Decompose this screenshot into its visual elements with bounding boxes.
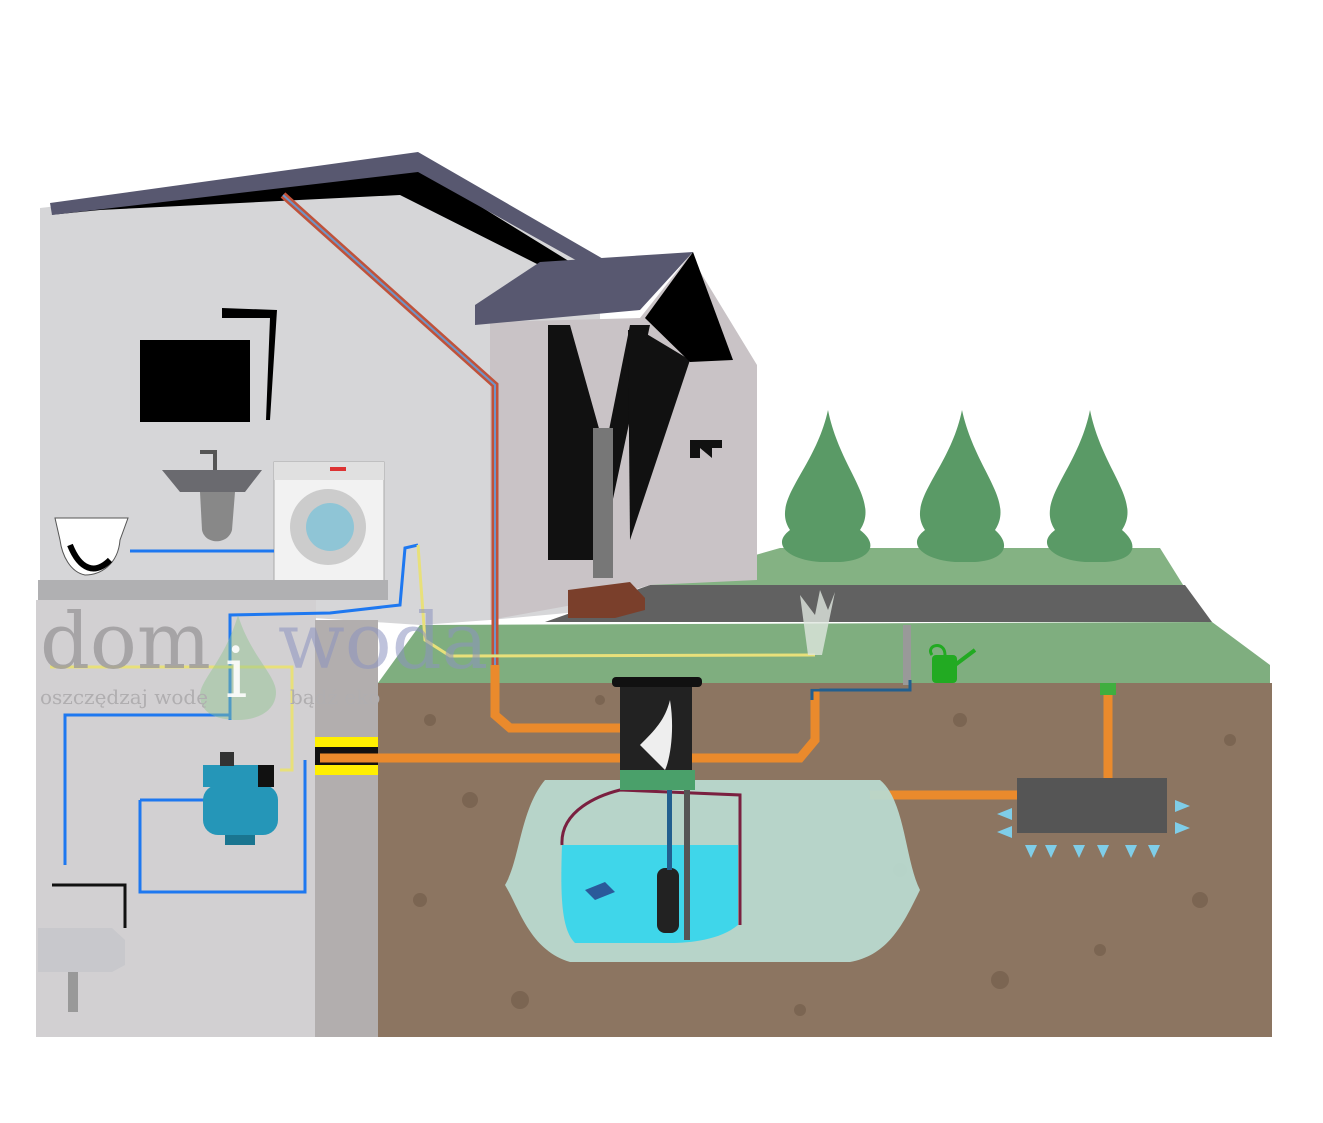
washing-machine-panel bbox=[274, 462, 384, 480]
blue-pipes bbox=[63, 543, 419, 894]
utility-sink bbox=[38, 883, 127, 1012]
logo-word-woda: woda bbox=[278, 597, 488, 687]
utility-sink-tap bbox=[52, 883, 127, 928]
sink-basin bbox=[162, 470, 262, 492]
annex-roof bbox=[475, 252, 693, 325]
garden-tap bbox=[903, 625, 911, 685]
sink-faucet bbox=[200, 450, 217, 470]
soil-texture bbox=[413, 695, 1236, 1016]
tree bbox=[916, 410, 1005, 562]
svg-text:i: i bbox=[225, 632, 247, 714]
pump-motor bbox=[258, 765, 274, 787]
pump-base bbox=[225, 835, 255, 845]
submersible-pump-hose bbox=[667, 790, 672, 870]
tree bbox=[1046, 410, 1133, 562]
main-roof-underside bbox=[50, 168, 580, 268]
infiltration-box bbox=[1017, 778, 1167, 833]
annex-door bbox=[593, 428, 613, 578]
yellow-pipes bbox=[50, 544, 816, 772]
road bbox=[545, 585, 1212, 622]
submersible-pump-rod bbox=[684, 790, 690, 940]
pump-switch bbox=[220, 752, 234, 766]
logo-drop bbox=[200, 615, 276, 720]
back-lawn bbox=[650, 548, 1185, 588]
house-wall bbox=[40, 165, 600, 625]
watering-can-icon bbox=[929, 644, 977, 683]
pump-body bbox=[203, 765, 258, 787]
toilet bbox=[54, 517, 129, 576]
pump bbox=[203, 752, 278, 845]
foundation-wall bbox=[315, 620, 378, 1037]
window-frame bbox=[222, 308, 277, 420]
trees bbox=[781, 410, 1133, 562]
blue-garden-pipe bbox=[810, 680, 912, 700]
washing-machine-glass bbox=[306, 503, 354, 551]
floor-slab bbox=[38, 580, 388, 600]
house-window bbox=[140, 340, 250, 422]
svg-text:dom: dom bbox=[40, 597, 211, 687]
annex-roof-gable bbox=[645, 252, 733, 362]
logo-tagline-save-water: oszczędzaj wodę bbox=[40, 685, 208, 709]
logo-tagline-be-eco: bądź eko bbox=[290, 685, 380, 709]
float-switch bbox=[585, 882, 615, 900]
logo-word-i: i bbox=[225, 632, 247, 714]
washing-machine bbox=[273, 461, 385, 585]
window-small bbox=[690, 440, 722, 458]
crate bbox=[568, 582, 645, 618]
svg-text:woda: woda bbox=[278, 597, 488, 687]
infiltration-arrows bbox=[997, 800, 1190, 858]
utility-sink-drain bbox=[68, 972, 78, 1012]
tree bbox=[781, 410, 871, 562]
filter-base bbox=[620, 770, 695, 790]
filter-lid bbox=[612, 677, 702, 687]
svg-text:bądź eko: bądź eko bbox=[290, 685, 380, 709]
filter-water-flow bbox=[640, 700, 673, 770]
downpipe-stripe bbox=[282, 194, 496, 665]
pump-tank bbox=[203, 785, 278, 835]
logo-word-dom: dom bbox=[40, 597, 211, 687]
vent-cap bbox=[1100, 683, 1116, 695]
orange-pipes bbox=[320, 665, 1113, 800]
toilet-shadow bbox=[67, 543, 113, 572]
annex-timber bbox=[628, 330, 690, 540]
svg-text:oszczędzaj wodę: oszczędzaj wodę bbox=[40, 685, 208, 709]
sink bbox=[162, 450, 262, 542]
tank-inner-wall bbox=[560, 788, 742, 925]
front-lawn bbox=[378, 622, 1270, 683]
tank-water bbox=[561, 845, 738, 943]
logo-watermark: dom i woda oszczędzaj wodę bądź eko bbox=[40, 597, 488, 720]
main-roof bbox=[50, 152, 605, 268]
submersible-pump-body bbox=[657, 868, 679, 933]
washing-machine-indicator bbox=[330, 467, 346, 471]
sink-pedestal bbox=[200, 492, 235, 542]
submersible-pump bbox=[657, 790, 690, 940]
utility-sink-basin bbox=[38, 928, 125, 972]
tank-filter bbox=[612, 677, 702, 790]
sprinkler-spray bbox=[800, 590, 835, 655]
